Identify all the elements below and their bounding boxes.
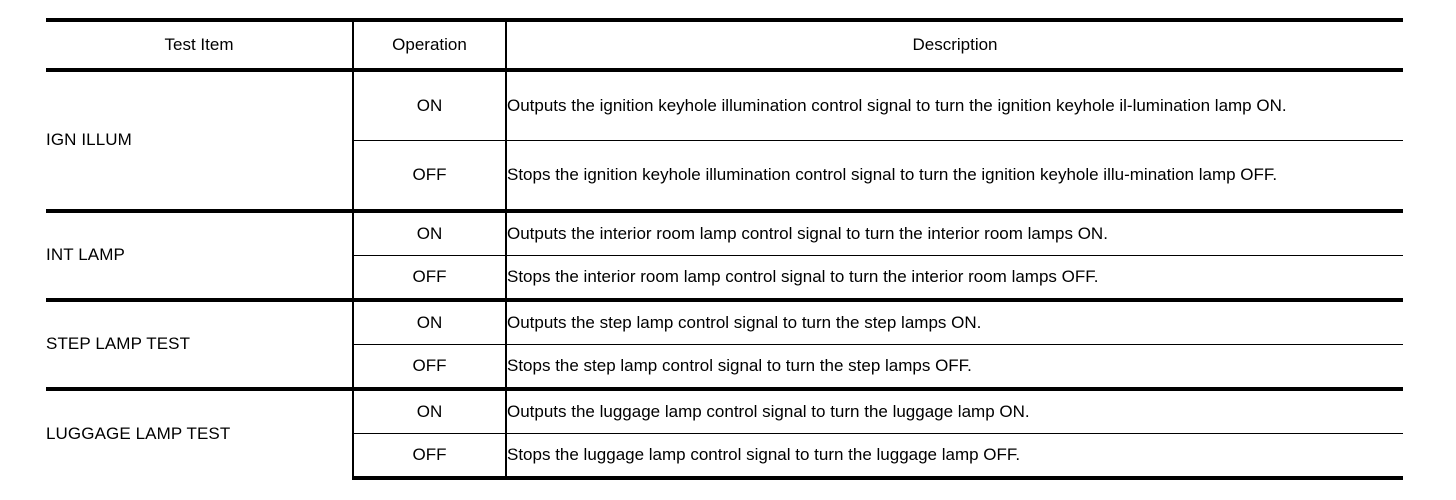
cell-description: Stops the luggage lamp control signal to… <box>506 433 1403 480</box>
cell-test-item: IGN ILLUM <box>46 68 354 211</box>
cell-description: Stops the step lamp control signal to tu… <box>506 344 1403 389</box>
table-row: OFF Stops the step lamp control signal t… <box>46 344 1403 389</box>
cell-test-item: LUGGAGE LAMP TEST <box>46 387 354 478</box>
cell-operation: ON <box>353 209 507 256</box>
cell-operation: OFF <box>353 255 507 300</box>
table-row: OFF Stops the interior room lamp control… <box>46 255 1403 300</box>
header-test-item: Test Item <box>46 18 354 72</box>
table-row: INT LAMP ON Outputs the interior room la… <box>46 209 1403 300</box>
header-operation: Operation <box>353 18 507 72</box>
cell-operation: ON <box>353 298 507 345</box>
cell-description: Stops the interior room lamp control sig… <box>506 255 1403 300</box>
table-body: IGN ILLUM ON Outputs the ignition keyhol… <box>46 68 1403 480</box>
table-header: Test Item Operation Description <box>46 18 1403 72</box>
cell-operation: OFF <box>353 433 507 480</box>
table-row: STEP LAMP TEST ON Outputs the step lamp … <box>46 298 1403 389</box>
cell-operation: ON <box>353 387 507 434</box>
table-row: OFF Stops the ignition keyhole illuminat… <box>46 140 1403 211</box>
cell-operation: ON <box>353 68 507 141</box>
header-row: Test Item Operation Description <box>46 18 1403 72</box>
cell-test-item: INT LAMP <box>46 209 354 300</box>
table-row: OFF Stops the luggage lamp control signa… <box>46 433 1403 480</box>
cell-test-item: STEP LAMP TEST <box>46 298 354 389</box>
cell-description: Outputs the step lamp control signal to … <box>506 298 1403 345</box>
cell-operation: OFF <box>353 344 507 389</box>
active-test-table: Test Item Operation Description IGN ILLU… <box>46 18 1403 480</box>
cell-description: Outputs the luggage lamp control signal … <box>506 387 1403 434</box>
cell-operation: OFF <box>353 140 507 211</box>
cell-description: Outputs the ignition keyhole illuminatio… <box>506 68 1403 141</box>
cell-description: Outputs the interior room lamp control s… <box>506 209 1403 256</box>
table-row: IGN ILLUM ON Outputs the ignition keyhol… <box>46 68 1403 211</box>
header-description: Description <box>506 18 1403 72</box>
active-test-table-container: Test Item Operation Description IGN ILLU… <box>46 18 1403 480</box>
cell-description: Stops the ignition keyhole illumination … <box>506 140 1403 211</box>
table-row: LUGGAGE LAMP TEST ON Outputs the luggage… <box>46 387 1403 478</box>
